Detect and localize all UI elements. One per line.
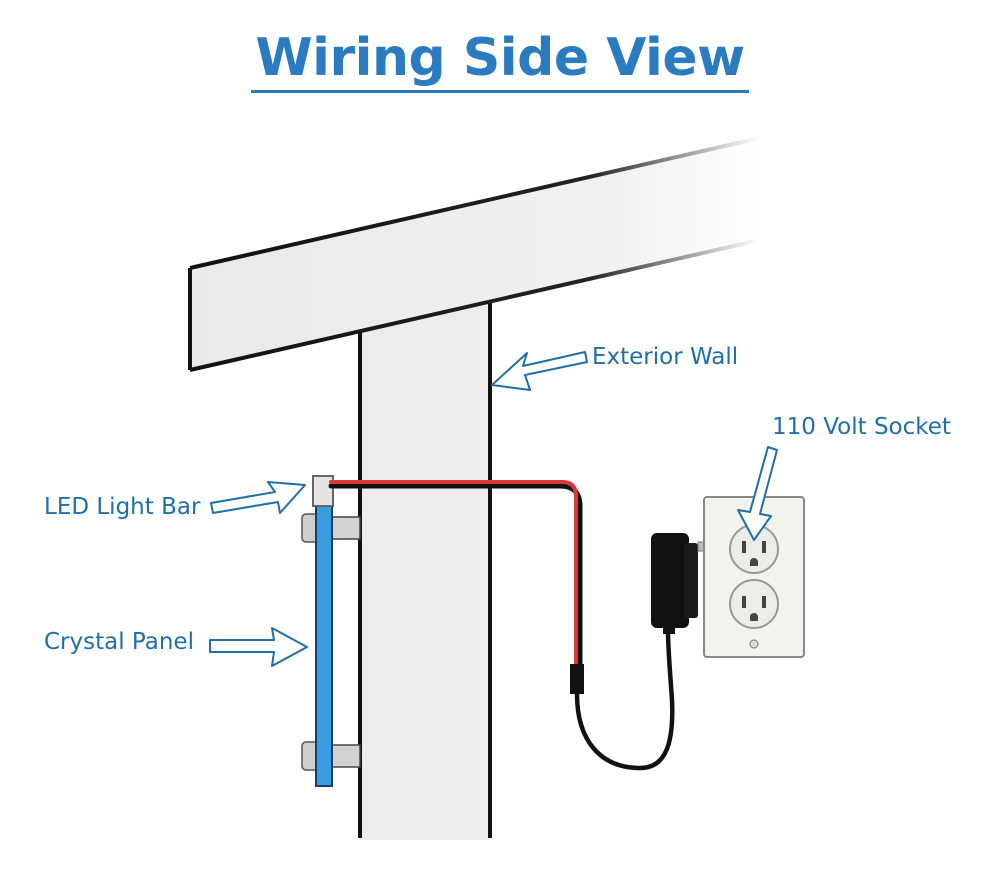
led-light-bar-label: LED Light Bar xyxy=(44,494,201,520)
outlet-lower xyxy=(729,579,779,629)
wall-post xyxy=(358,300,492,840)
led-arrow-icon xyxy=(210,481,306,514)
roof-beam xyxy=(188,136,761,372)
led-light-bar xyxy=(312,475,334,507)
power-wire xyxy=(328,480,675,771)
socket-label: 110 Volt Socket xyxy=(772,414,951,440)
crystal-panel xyxy=(315,487,333,787)
socket-arrow-icon xyxy=(737,446,778,541)
panel-arrow-icon xyxy=(209,627,308,667)
page-title: Wiring Side View xyxy=(0,28,1000,93)
exterior-wall-label: Exterior Wall xyxy=(592,344,739,370)
power-adapter xyxy=(651,533,711,634)
title-text: Wiring Side View xyxy=(251,28,749,93)
exterior-wall-arrow-icon xyxy=(491,351,588,391)
crystal-panel-label: Crystal Panel xyxy=(44,629,194,655)
